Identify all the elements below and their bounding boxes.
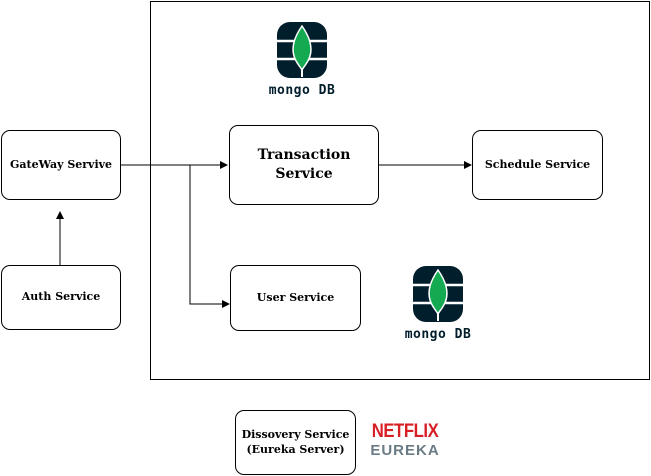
user-service-node: User Service	[230, 265, 361, 331]
mongodb-logo-top: mongo DB	[267, 20, 337, 100]
mongodb-leaf-database-icon	[277, 22, 327, 78]
mongodb-logo-bottom: mongo DB	[403, 264, 473, 344]
transaction-service-node: Transaction Service	[229, 125, 379, 205]
auth-service-node: Auth Service	[1, 265, 121, 330]
mongodb-leaf-database-icon	[413, 266, 463, 322]
schedule-service-node: Schedule Service	[472, 130, 603, 200]
service-boundary	[150, 1, 650, 380]
eureka-wordmark: EUREKA	[370, 442, 440, 459]
gateway-service-node: GateWay Servive	[1, 130, 121, 200]
netflix-wordmark: NETFLIX	[371, 421, 439, 442]
mongodb-label: mongo DB	[404, 327, 472, 342]
discovery-service-node: Dissovery Service (Eureka Server)	[235, 410, 356, 475]
mongodb-label: mongo DB	[268, 83, 336, 98]
netflix-eureka-logo: NETFLIX EUREKA	[366, 422, 444, 462]
